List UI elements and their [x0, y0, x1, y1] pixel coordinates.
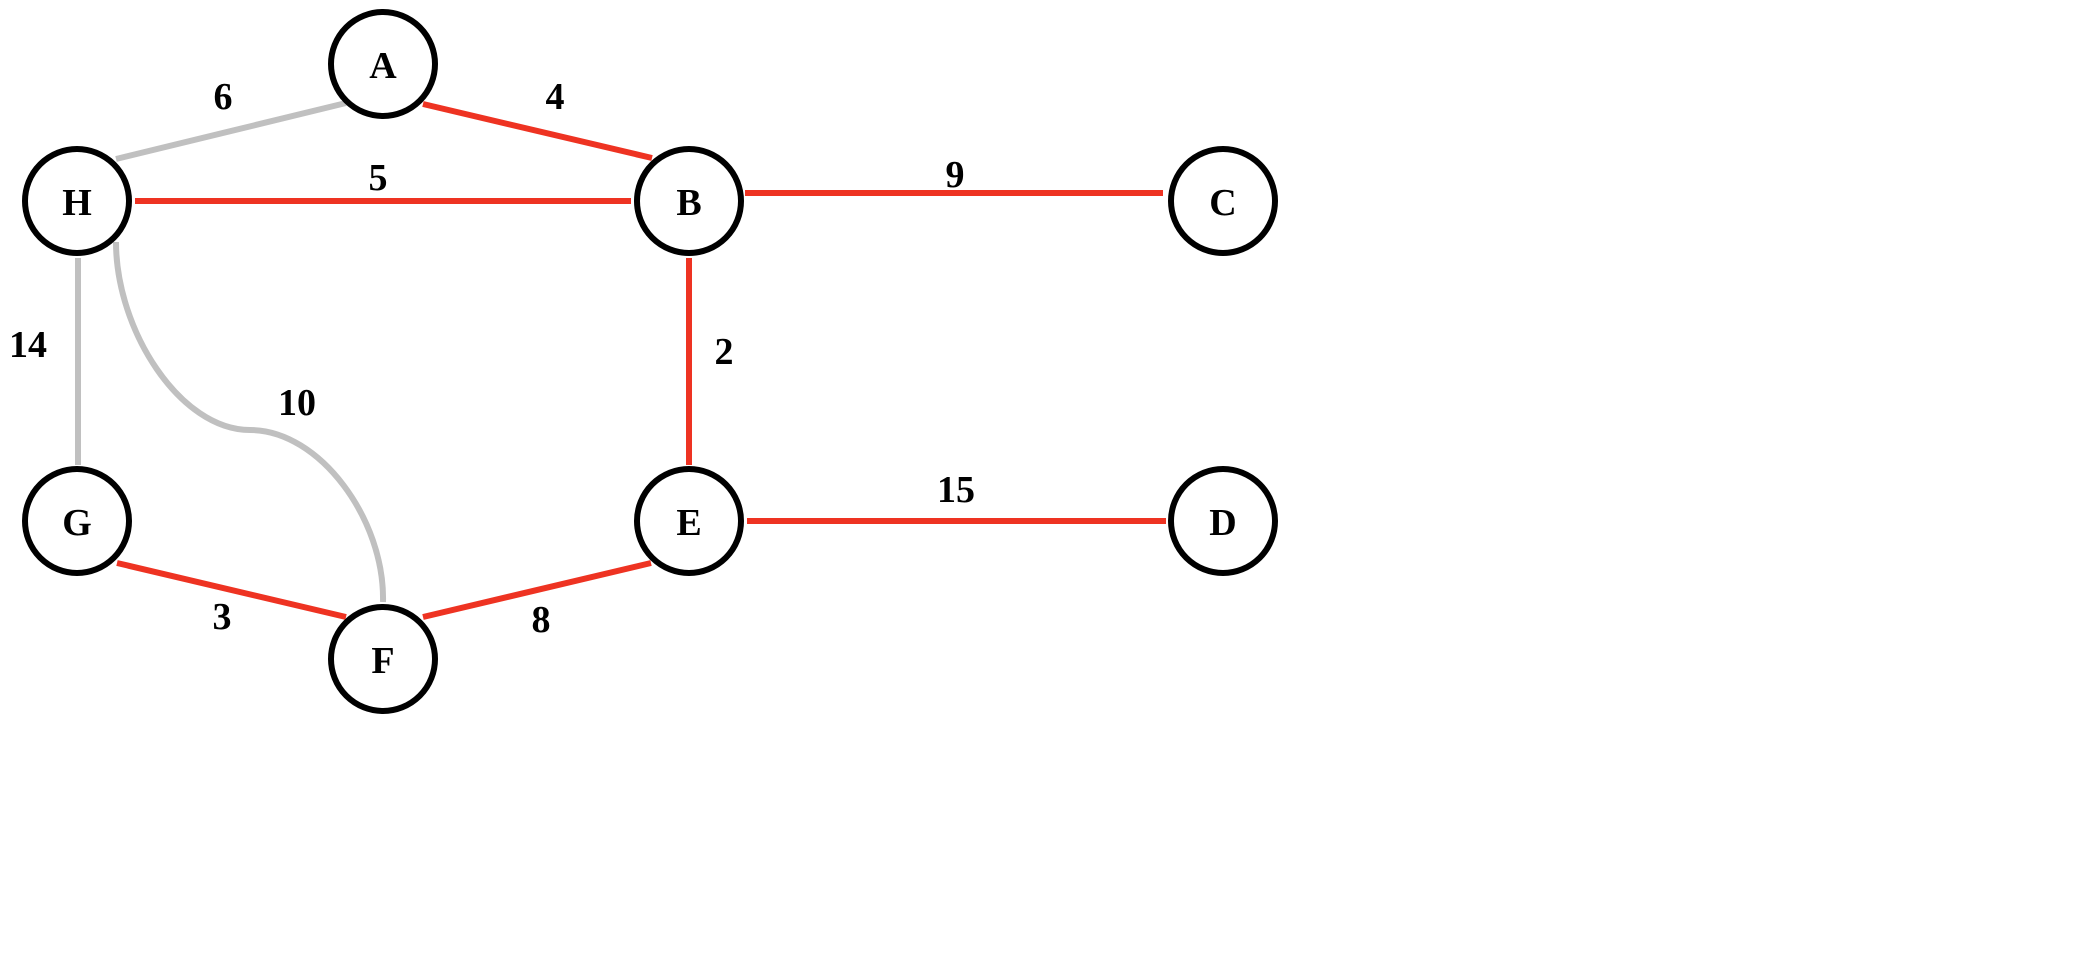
- edge-f-e: [422, 560, 652, 620]
- node-e: E: [634, 466, 744, 576]
- node-circle: [634, 466, 744, 576]
- edge-a-b: [422, 101, 653, 161]
- nodes: A B C D E F G H: [22, 9, 1278, 714]
- edge-weight-label: 2: [715, 331, 734, 373]
- node-circle: [1168, 466, 1278, 576]
- edge-weight-label: 5: [369, 157, 388, 199]
- node-circle: [22, 146, 132, 256]
- edge-weight-label: 8: [532, 599, 551, 641]
- edges: 6 4 5 9 2 14 10 15 3 8: [9, 76, 1166, 641]
- edge-weight-label: 14: [9, 324, 47, 366]
- node-label: G: [62, 502, 92, 544]
- edge-g-f: [116, 560, 347, 620]
- node-circle: [22, 466, 132, 576]
- node-f: F: [328, 604, 438, 714]
- node-label: B: [676, 182, 701, 224]
- node-a: A: [328, 9, 438, 119]
- node-label: H: [62, 182, 92, 224]
- edge-weight-label: 3: [213, 596, 232, 638]
- node-d: D: [1168, 466, 1278, 576]
- edge-weight-label: 9: [946, 154, 965, 196]
- node-label: C: [1209, 182, 1236, 224]
- node-label: E: [676, 502, 701, 544]
- edge-weight-label: 10: [278, 382, 316, 424]
- edge-h-a: [115, 100, 347, 162]
- node-b: B: [634, 146, 744, 256]
- node-circle: [1168, 146, 1278, 256]
- node-c: C: [1168, 146, 1278, 256]
- node-g: G: [22, 466, 132, 576]
- edge-weight-label: 15: [937, 469, 975, 511]
- node-label: A: [369, 45, 397, 87]
- edge-h-f: [113, 241, 387, 603]
- node-circle: [634, 146, 744, 256]
- edge-weight-label: 4: [546, 76, 565, 118]
- edge-weight-label: 6: [214, 76, 233, 118]
- node-label: D: [1209, 502, 1236, 544]
- node-circle: [328, 9, 438, 119]
- node-h: H: [22, 146, 132, 256]
- node-label: F: [371, 640, 394, 682]
- node-circle: [328, 604, 438, 714]
